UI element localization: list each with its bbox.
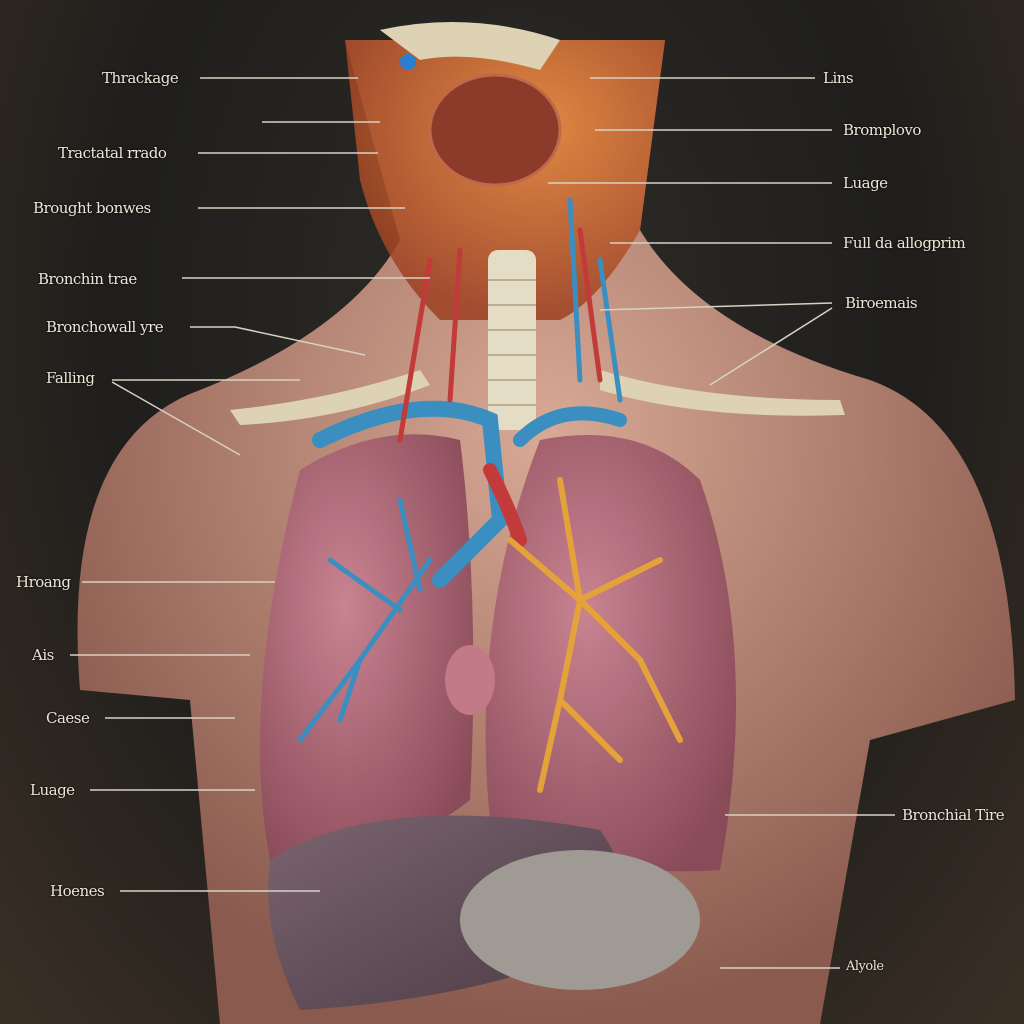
label-right-3: Luage [843,174,888,192]
label-left-3: Brought bonwes [33,199,151,217]
label-left-11: Hoenes [50,882,105,900]
label-right-6: Bronchial Tire [902,806,1005,824]
label-left-8: Ais [32,646,54,664]
label-left-9: Caese [46,709,90,727]
label-left-6: Falling [46,369,95,387]
label-right-5: Biroemais [845,294,918,312]
label-left-2: Tractatal rrado [58,144,167,162]
leader-lines [70,77,895,969]
label-left-10: Luage [30,781,75,799]
label-left-5: Bronchowall yre [46,318,164,336]
clavicles [230,370,845,425]
label-right-1: Lins [823,69,854,87]
label-right-4: Full da allogprim [843,234,966,252]
trachea [488,250,536,430]
abdominal-organs [268,645,700,1010]
label-right-7: Alyole [846,959,884,974]
label-left-7: Hroang [16,573,71,591]
label-left-4: Bronchin trae [38,270,137,288]
label-right-2: Bromplovo [843,121,921,139]
left-lung [485,435,736,872]
label-left-1: Thrackage [102,69,179,87]
blood-vessels [297,197,683,793]
